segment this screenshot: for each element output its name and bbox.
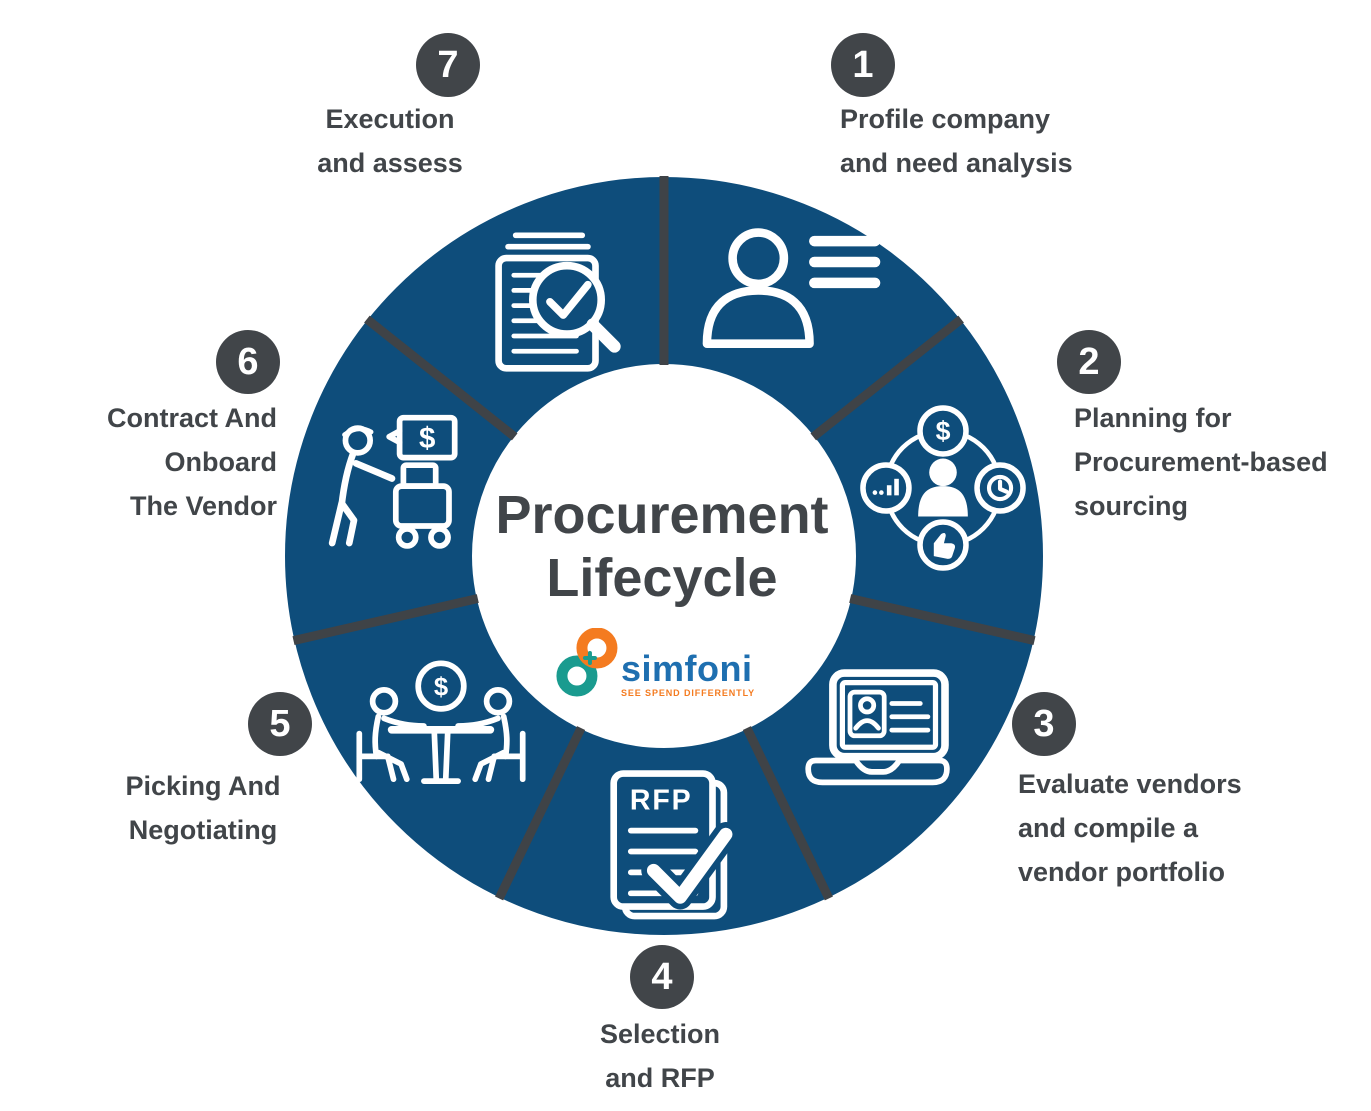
- step-label-line: and RFP: [605, 1063, 715, 1093]
- step-label-line: Profile company: [840, 104, 1051, 134]
- step-label-3: Evaluate vendors and compile a vendor po…: [1018, 762, 1242, 894]
- step-number: 5: [269, 702, 291, 745]
- segment-dividers: [292, 176, 1036, 901]
- person-profile-list-icon: [702, 228, 881, 348]
- step-label-line: and compile a: [1018, 813, 1199, 843]
- diagram-title: Procurement Lifecycle: [495, 484, 828, 610]
- step-number: 6: [237, 340, 259, 383]
- step-label-line: The Vendor: [129, 491, 277, 521]
- simfoni-wordmark: simfoni: [620, 648, 753, 689]
- step-label-4: Selection and RFP: [600, 1012, 720, 1100]
- step-label-line: Execution: [325, 104, 455, 134]
- step-number-badge-4: 4: [630, 945, 694, 1009]
- step-label-line: Contract And: [107, 403, 277, 433]
- step-label-line: Picking And: [125, 771, 281, 801]
- svg-text:RFP: RFP: [630, 785, 693, 817]
- step-label-line: and need analysis: [840, 148, 1073, 178]
- svg-text:$: $: [434, 674, 448, 702]
- step-label-line: sourcing: [1074, 491, 1189, 521]
- step-label-line: and assess: [317, 148, 463, 178]
- step-number-badge-3: 3: [1012, 692, 1076, 756]
- simfoni-tagline: SEE SPEND DIFFERENTLY: [620, 688, 756, 698]
- step-number-badge-7: 7: [416, 33, 480, 97]
- step-number-badge-6: 6: [216, 330, 280, 394]
- resource-network-icon: $: [860, 405, 1026, 571]
- step-number-badge-5: 5: [248, 692, 312, 756]
- step-label-line: Evaluate vendors: [1018, 769, 1242, 799]
- step-number: 7: [437, 43, 459, 86]
- lifecycle-wheel: $ RFP: [285, 176, 1043, 935]
- step-number: 2: [1078, 340, 1100, 383]
- step-label-line: Onboard: [164, 447, 278, 477]
- step-number: 3: [1033, 702, 1055, 745]
- vendor-onboarding-cart-icon: $: [328, 414, 458, 549]
- step-number-badge-2: 2: [1057, 330, 1121, 394]
- svg-text:$: $: [419, 422, 435, 455]
- step-label-7: Execution and assess: [317, 97, 463, 185]
- step-label-line: Planning for: [1074, 403, 1232, 433]
- negotiation-table-icon: $: [356, 660, 526, 784]
- diagram-title-line1: Procurement: [495, 485, 829, 545]
- simfoni-logo: simfoni SEE SPEND DIFFERENTLY: [555, 628, 755, 700]
- svg-text:$: $: [936, 416, 951, 446]
- step-label-6: Contract And Onboard The Vendor: [107, 396, 277, 528]
- step-label-line: Negotiating: [128, 815, 278, 845]
- simfoni-logo-icon: [556, 628, 618, 697]
- step-number: 4: [651, 955, 673, 998]
- step-label-2: Planning for Procurement-based sourcing: [1074, 396, 1328, 528]
- step-number: 1: [852, 43, 874, 86]
- step-label-line: vendor portfolio: [1018, 857, 1225, 887]
- audit-documents-icon: [495, 232, 621, 372]
- step-label-line: Procurement-based: [1074, 447, 1328, 477]
- step-number-badge-1: 1: [831, 33, 895, 97]
- step-label-line: Selection: [599, 1019, 721, 1049]
- step-label-1: Profile company and need analysis: [840, 97, 1073, 185]
- laptop-vendor-profile-icon: [805, 669, 950, 786]
- step-label-5: Picking And Negotiating: [125, 764, 280, 852]
- diagram-title-line2: Lifecycle: [546, 548, 778, 608]
- rfp-document-check-icon: RFP: [610, 770, 739, 920]
